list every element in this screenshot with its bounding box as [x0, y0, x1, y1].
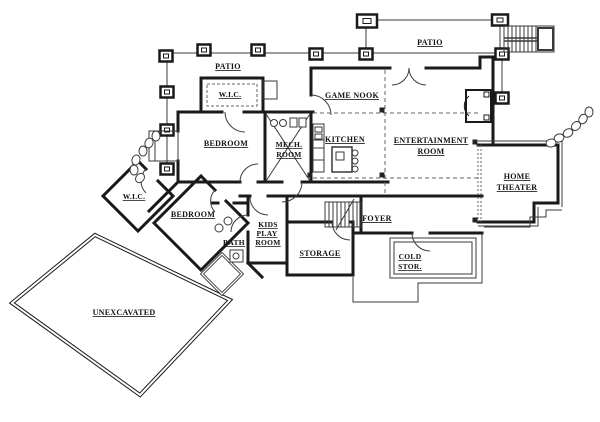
label-foyer: FOYER [362, 214, 392, 223]
label-mech-room-line2: ROOM [276, 150, 301, 159]
foyer-stairs [324, 198, 362, 231]
label-patio-right: PATIO [417, 38, 443, 47]
label-storage: STORAGE [299, 249, 340, 258]
room-labels: PATIO PATIO W.I.C. GAME NOOK BEDROOM MEC… [93, 38, 538, 317]
exterior-stairs [503, 25, 555, 53]
label-home-theater-line1: HOME [504, 172, 531, 181]
label-bedroom-lower: BEDROOM [171, 210, 215, 219]
label-wic-upper: W.I.C. [219, 90, 242, 99]
kitchen-fixtures [312, 123, 359, 173]
label-kids-line1: KIDS [258, 220, 278, 229]
bath-fixtures [214, 216, 244, 263]
label-kitchen: KITCHEN [325, 135, 365, 144]
unexcavated-outline [8, 232, 245, 398]
label-patio-left: PATIO [215, 62, 241, 71]
fireplace [463, 89, 492, 123]
patio-outline-lines [166, 19, 503, 169]
label-mech-room-line1: MECH. [276, 140, 303, 149]
label-bedroom-upper: BEDROOM [204, 139, 248, 148]
column-footings [158, 13, 510, 176]
label-cold-storage-line2: STOR. [398, 262, 422, 271]
label-entertainment-line1: ENTERTAINMENT [394, 136, 469, 145]
dashed-lines [206, 70, 482, 222]
label-game-nook: GAME NOOK [325, 91, 380, 100]
label-wic-lower: W.I.C. [123, 192, 146, 201]
label-cold-storage-line1: COLD [399, 252, 422, 261]
label-unexcavated: UNEXCAVATED [93, 308, 156, 317]
label-entertainment-line2: ROOM [418, 147, 445, 156]
label-kids-line2: PLAY [257, 229, 278, 238]
stepping-stones [129, 106, 594, 184]
label-home-theater-line2: THEATER [497, 183, 538, 192]
mech-fixtures [270, 117, 307, 128]
walls [100, 55, 560, 280]
label-bath: BATH [223, 238, 245, 247]
label-kids-line3: ROOM [255, 238, 280, 247]
door-arcs [140, 67, 431, 252]
beam-markers [307, 107, 478, 223]
